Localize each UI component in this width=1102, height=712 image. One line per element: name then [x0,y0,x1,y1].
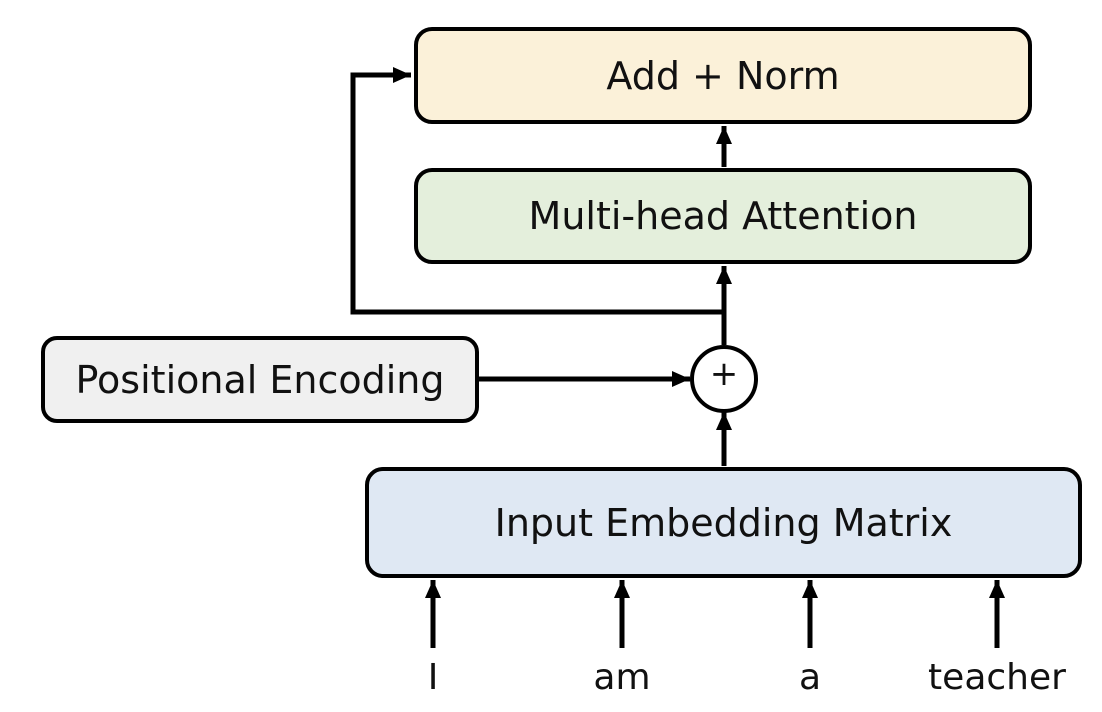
residual-connection-arrow [350,67,724,315]
positional-encoding-label: Positional Encoding [75,357,445,402]
token-label-a: a [798,657,822,698]
token-label-am: am [593,657,651,698]
token-label-teacher: teacher [928,657,1066,698]
add-norm-block: Add + Norm [414,27,1032,124]
input-embedding-matrix-block: Input Embedding Matrix [365,467,1082,578]
token-label-i: I [427,657,439,698]
add-norm-label: Add + Norm [606,53,840,98]
input-embedding-matrix-label: Input Embedding Matrix [494,500,953,545]
multi-head-attention-block: Multi-head Attention [414,168,1032,264]
positional-encoding-block: Positional Encoding [41,336,479,423]
adder-circle [690,345,758,413]
adder-plus-symbol: + [709,354,739,394]
multi-head-attention-label: Multi-head Attention [528,194,918,238]
